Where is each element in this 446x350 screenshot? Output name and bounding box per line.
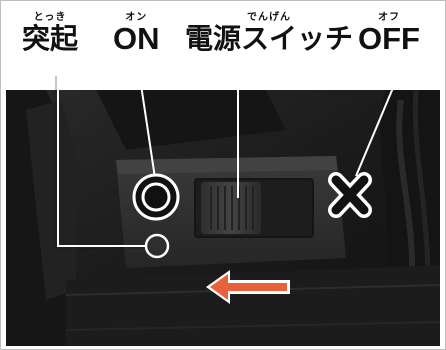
protrusion-text: 突起 (22, 22, 79, 55)
off-ruby: オフ (378, 12, 400, 23)
on-ruby: オン (125, 12, 148, 23)
power-switch-label: でんげん 電源スイッチ (185, 12, 353, 54)
on-label: オン ON (113, 12, 160, 54)
off-text: OFF (358, 21, 420, 56)
label-row: とっき 突起 オン ON でんげん 電源スイッチ オフ OFF (0, 0, 446, 90)
off-label: オフ OFF (358, 12, 420, 54)
protrusion-ruby: とっき (33, 12, 67, 23)
protrusion-label: とっき 突起 (22, 12, 78, 54)
power-switch-ruby: でんげん (247, 12, 291, 23)
on-text: ON (113, 21, 160, 56)
device-photo (6, 90, 440, 346)
power-switch-text: 電源スイッチ (185, 22, 354, 55)
